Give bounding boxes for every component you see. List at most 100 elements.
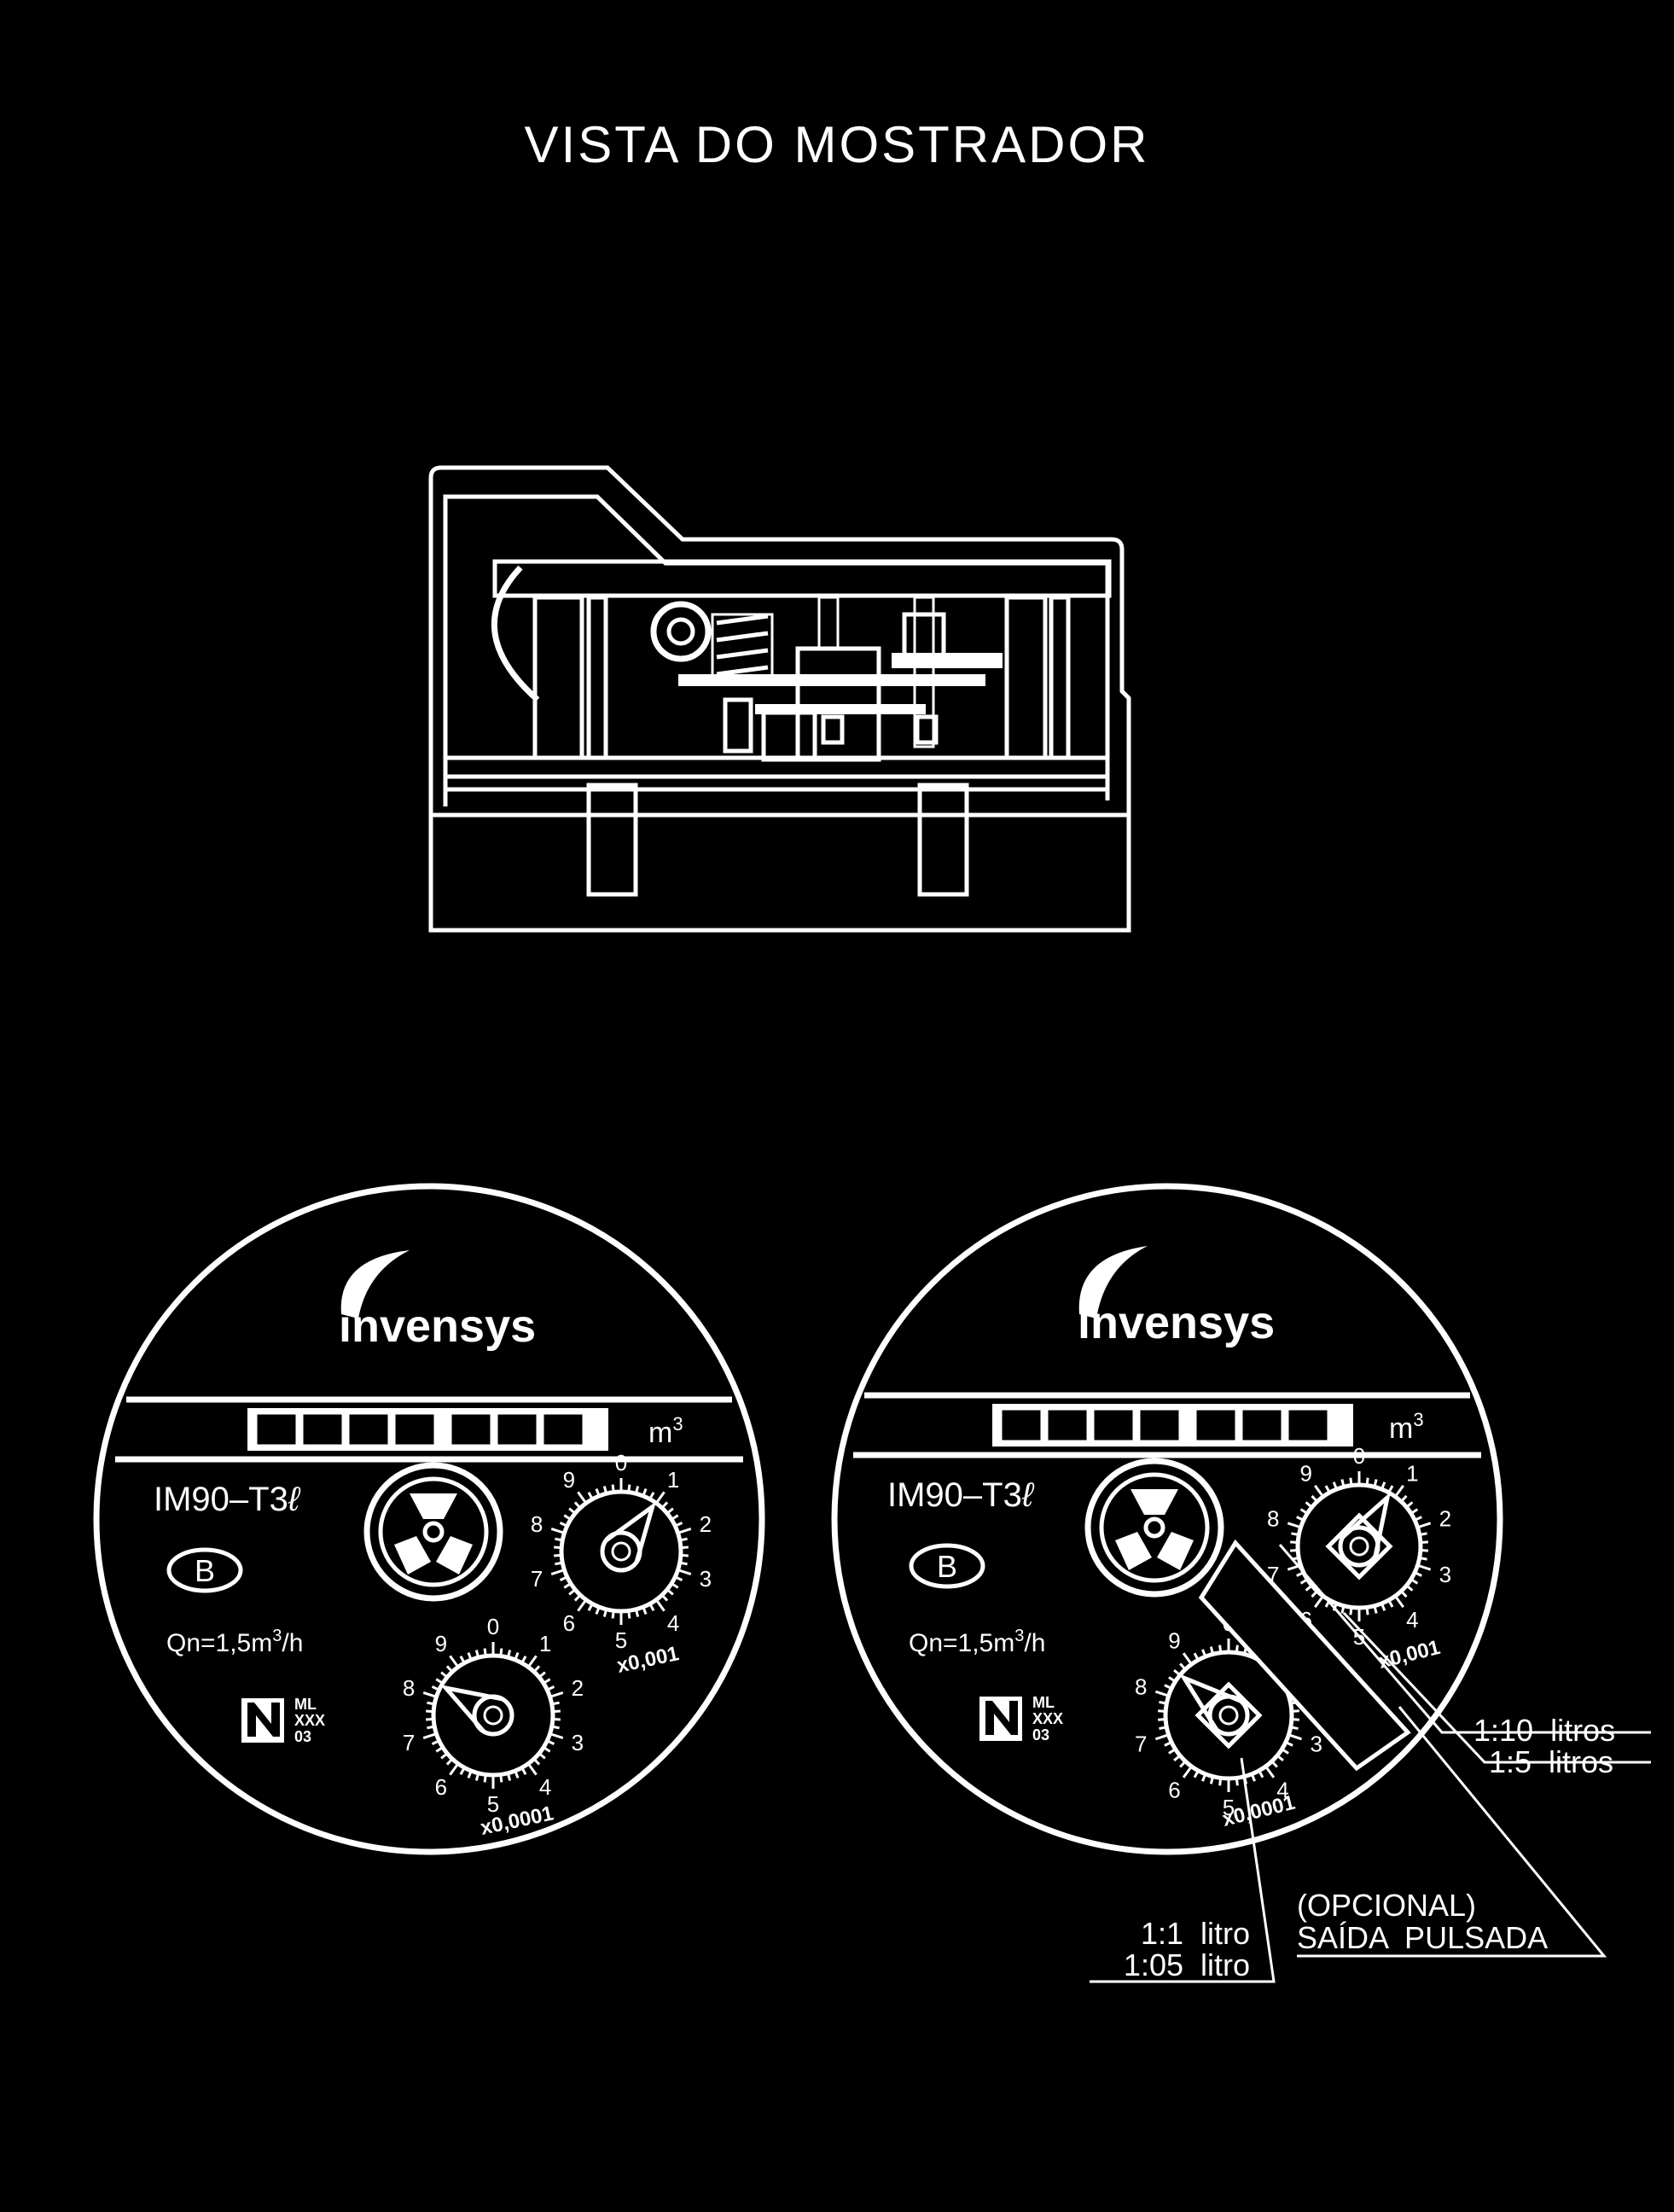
register-tick — [431, 1685, 439, 1691]
register-number: 9 — [1299, 1460, 1311, 1486]
register-tick — [676, 1522, 683, 1527]
dial-left-flow: Qn=1,5m3/h — [166, 1627, 303, 1657]
register-number: 0 — [487, 1614, 499, 1639]
register-tick — [539, 1753, 546, 1760]
register-tick — [507, 1650, 512, 1656]
register-tick — [1418, 1522, 1432, 1528]
register-tick — [1277, 1755, 1284, 1762]
dial-right-cert-3: 03 — [1032, 1726, 1049, 1743]
register-tick — [555, 1537, 561, 1541]
register-tick — [1265, 1767, 1276, 1778]
register-tick — [1282, 1749, 1289, 1755]
register-number: 3 — [700, 1566, 712, 1592]
register-tick — [679, 1527, 692, 1534]
register-tick — [1388, 1485, 1394, 1492]
mechanism-side-view — [428, 465, 1131, 933]
dial-left-unit: m3 — [648, 1413, 683, 1449]
register-tick — [528, 1764, 538, 1776]
mechanism-housing-inner — [443, 494, 1110, 806]
register-number: 4 — [1406, 1607, 1418, 1633]
register-number: 7 — [1135, 1731, 1147, 1756]
register-tick — [1340, 1479, 1346, 1486]
class-badge — [909, 1543, 985, 1589]
leader-ratio-b — [1090, 1757, 1276, 1983]
pulse-target — [1194, 1681, 1263, 1749]
register-tick — [550, 1569, 563, 1576]
register-tick — [1287, 1522, 1300, 1528]
register-tick — [1418, 1564, 1432, 1571]
register-tick — [577, 1600, 586, 1612]
register-tick — [548, 1740, 555, 1745]
register-number: 9 — [1168, 1628, 1180, 1654]
register-number: 8 — [403, 1675, 415, 1701]
register-number: 2 — [1439, 1505, 1451, 1531]
register-number: 9 — [435, 1631, 447, 1656]
register-tick — [474, 1774, 480, 1781]
shaft — [913, 596, 935, 748]
register-number: 1 — [1406, 1460, 1418, 1486]
register-tick — [671, 1583, 679, 1589]
flow-indicator-icon — [1084, 1458, 1224, 1598]
register-tick — [1395, 1484, 1404, 1497]
register-number: 6 — [1168, 1777, 1180, 1802]
register-tick — [1168, 1749, 1175, 1755]
register-tick — [587, 1604, 593, 1611]
register-tick — [1218, 1644, 1222, 1651]
register-number: 5 — [487, 1791, 499, 1817]
register-pointer — [604, 1501, 657, 1563]
register-tick — [427, 1726, 433, 1730]
leader-ratio-a2 — [1342, 1611, 1651, 1764]
dial-left-rim — [93, 1183, 765, 1855]
register-tick — [1401, 1494, 1408, 1502]
dial-right-model: IM90–T3ℓ — [887, 1476, 1035, 1514]
register-tick — [1365, 1609, 1369, 1615]
mechanism-post — [532, 595, 584, 760]
register-tick — [440, 1671, 447, 1678]
register-tick — [459, 1768, 465, 1775]
register-tick — [467, 1772, 472, 1779]
register-tick — [467, 1651, 472, 1659]
register-tick — [1380, 1481, 1386, 1488]
dial-right-class: B — [937, 1549, 957, 1584]
ratio-label-b2: 1:05 litro — [1124, 1947, 1250, 1982]
register-tick — [656, 1491, 666, 1503]
brand-swoosh-icon — [340, 1250, 410, 1318]
register-tick — [521, 1656, 527, 1662]
dial-left-cert-1: ML — [294, 1696, 317, 1713]
register-tick — [553, 1726, 560, 1730]
register-tick — [1407, 1586, 1414, 1592]
register-tick — [627, 1484, 631, 1491]
register-tick — [595, 1487, 600, 1495]
register-number: 5 — [615, 1627, 627, 1653]
flow-indicator-icon — [363, 1462, 503, 1602]
register-tick — [1411, 1508, 1419, 1514]
register-number: 7 — [531, 1566, 543, 1592]
dial-left-cert-3: 03 — [294, 1728, 311, 1745]
register-tick — [577, 1491, 586, 1503]
register-number: 1 — [539, 1631, 551, 1656]
register-tick — [1314, 1484, 1323, 1497]
worm-wheel — [650, 601, 712, 662]
register-tick — [459, 1656, 465, 1662]
register-tick — [1235, 1644, 1239, 1651]
register-tick — [1299, 1508, 1307, 1514]
inmetro-logo-icon — [241, 1698, 284, 1743]
register-tick — [1388, 1601, 1394, 1608]
register-ring — [1163, 1650, 1294, 1781]
pulse-sensor-arm — [1198, 1539, 1411, 1772]
register-tick — [534, 1665, 541, 1672]
register-tick — [587, 1492, 593, 1499]
register-tick — [1380, 1604, 1386, 1611]
dial-right-flow: Qn=1,5m3/h — [909, 1627, 1045, 1657]
register-number: 7 — [403, 1730, 415, 1755]
register-number: 8 — [1267, 1505, 1279, 1531]
register-tick — [1296, 1516, 1303, 1521]
register-tick — [1401, 1591, 1408, 1598]
register-tick — [559, 1522, 567, 1527]
register-tick — [1173, 1755, 1180, 1762]
mechanism-top-plate — [492, 559, 1112, 598]
register-number: 8 — [531, 1511, 543, 1537]
